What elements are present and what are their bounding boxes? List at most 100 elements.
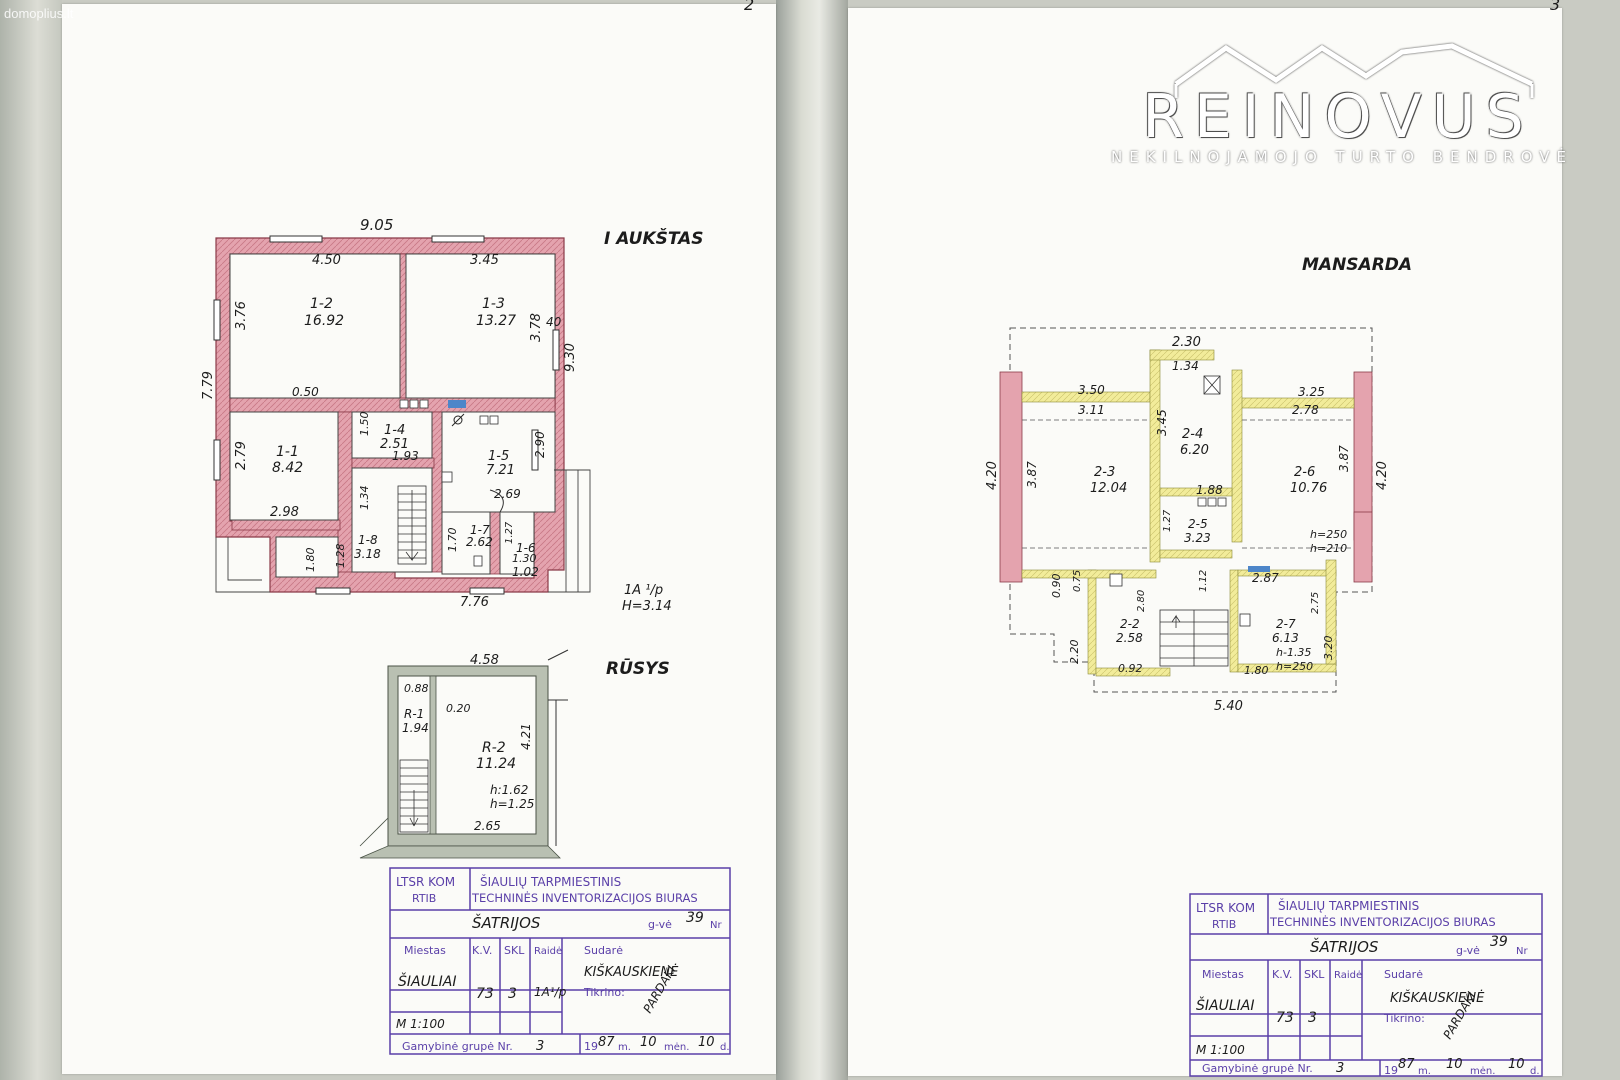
floor1-dim-269: 2.69 [494, 487, 521, 501]
svg-text:M 1:100: M 1:100 [396, 1017, 445, 1031]
svg-text:1-5: 1-5 [488, 449, 509, 464]
svg-text:1.02: 1.02 [512, 565, 539, 579]
svg-text:87: 87 [1398, 1057, 1415, 1072]
attic-dim-090: 0.90 [1050, 574, 1063, 599]
attic-dim-127: 1.27 [1162, 509, 1173, 532]
stamp-left [389, 867, 731, 1055]
floor1-dim-130: 1.30 [512, 552, 537, 565]
svg-text:19: 19 [584, 1040, 598, 1053]
room-2-6: 2-6 10.76 [1290, 465, 1327, 496]
svg-text:13.27: 13.27 [476, 313, 516, 329]
svg-text:10: 10 [640, 1035, 657, 1050]
svg-text:KIŠKAUSKIENĖ: KIŠKAUSKIENĖ [584, 964, 679, 980]
svg-text:M 1:100: M 1:100 [1196, 1043, 1245, 1057]
attic-dim-311: 3.11 [1078, 403, 1105, 417]
room-2-4: 2-4 6.20 [1180, 427, 1209, 458]
attic-dim-325: 3.25 [1298, 385, 1325, 399]
svg-text:1-4: 1-4 [384, 423, 405, 438]
left-page-edge [0, 0, 62, 1080]
page-mark-right: 3 [1550, 0, 1560, 14]
room-2-2: 2-2 2.58 [1116, 617, 1143, 645]
svg-text:RTIB: RTIB [1212, 918, 1236, 931]
floor1-title: I AUKŠTAS [604, 227, 704, 249]
attic-title: MANSARDA [1302, 255, 1412, 275]
floor1-dim-127: 1.27 [504, 521, 515, 544]
svg-text:ŠIAULIŲ TARPMIESTINIS: ŠIAULIŲ TARPMIESTINIS [1278, 898, 1419, 913]
floor1-dim-r13-top: 3.45 [470, 253, 499, 268]
attic-dim-left420: 4.20 [985, 461, 1000, 490]
svg-text:m.: m. [618, 1042, 631, 1053]
svg-text:12.04: 12.04 [1090, 481, 1127, 496]
svg-text:39: 39 [1490, 934, 1508, 950]
floor1-dim-279: 2.79 [234, 441, 249, 470]
floor1-dim-298: 2.98 [270, 505, 299, 520]
stamp-right [1189, 893, 1543, 1077]
svg-text:ŠIAULIAI: ŠIAULIAI [398, 972, 456, 990]
svg-text:2-5: 2-5 [1188, 517, 1208, 531]
svg-text:2.62: 2.62 [466, 535, 493, 549]
svg-text:10: 10 [1508, 1057, 1525, 1072]
svg-text:7.21: 7.21 [486, 463, 515, 478]
attic-dim-bottom: 5.40 [1214, 699, 1243, 714]
svg-text:10: 10 [1446, 1057, 1463, 1072]
brand-subtitle: NEKILNOJAMOJO TURTO BENDROVĖ [1111, 148, 1573, 166]
floor1-dim-r13-side: 3.78 [529, 313, 544, 342]
svg-text:mėn.: mėn. [1470, 1066, 1495, 1077]
attic-dim-075: 0.75 [1072, 570, 1083, 592]
svg-text:Miestas: Miestas [404, 944, 446, 957]
attic-dim-180: 1.80 [1244, 664, 1269, 677]
svg-text:R-2: R-2 [482, 740, 506, 756]
attic-dim-320: 3.20 [1322, 636, 1335, 661]
svg-text:h-1.35: h-1.35 [1276, 646, 1311, 659]
svg-text:73: 73 [476, 986, 494, 1002]
attic-dim-345: 3.45 [1155, 409, 1169, 436]
room-2-3: 2-3 12.04 [1090, 465, 1127, 496]
attic-dim-387b: 3.87 [1337, 445, 1351, 472]
attic-dim-387a: 3.87 [1025, 461, 1039, 488]
floor1-dim-290: 2.90 [533, 431, 547, 458]
svg-text:10.76: 10.76 [1290, 481, 1327, 496]
svg-text:g-vė: g-vė [648, 918, 672, 931]
svg-text:ŠATRIJOS: ŠATRIJOS [1310, 937, 1379, 956]
svg-text:10: 10 [698, 1035, 715, 1050]
attic-dim-350: 3.50 [1078, 383, 1105, 397]
floor1-dim-bottom: 7.76 [460, 595, 489, 610]
floor1-dim-180: 1.80 [304, 548, 317, 573]
svg-text:SKL: SKL [504, 944, 525, 957]
room-2-7: 2-7 6.13 h-1.35 h=250 [1272, 617, 1313, 673]
basement-dim-020: 0.20 [446, 702, 471, 715]
svg-text:1-2: 1-2 [310, 296, 333, 312]
basement-title: RŪSYS [606, 657, 670, 679]
svg-text:1-8: 1-8 [358, 533, 378, 547]
attic-h210: h=210 [1310, 542, 1347, 555]
attic-dim-287: 2.87 [1252, 571, 1279, 585]
brand-name: REINOVUS [1142, 82, 1534, 152]
svg-text:Sudarė: Sudarė [1384, 968, 1423, 981]
attic-dim-top: 2.30 [1172, 335, 1201, 350]
svg-text:3: 3 [508, 986, 517, 1002]
svg-text:1-7: 1-7 [470, 523, 490, 537]
svg-text:Gamybinė grupė Nr.: Gamybinė grupė Nr. [402, 1040, 513, 1053]
svg-text:LTSR KOM: LTSR KOM [396, 875, 455, 889]
svg-text:73: 73 [1276, 1010, 1294, 1026]
svg-text:g-vė: g-vė [1456, 944, 1480, 957]
svg-text:8.42: 8.42 [272, 460, 303, 476]
attic-dim-188: 1.88 [1196, 483, 1223, 497]
basement-dim-088: 0.88 [404, 682, 429, 695]
svg-text:87: 87 [598, 1035, 615, 1050]
page-mark-left: 2 [744, 0, 754, 14]
floor1-dim-wall40: 40 [546, 315, 562, 329]
brand-logo: REINOVUS NEKILNOJAMOJO TURTO BENDROVĖ [1111, 40, 1588, 180]
svg-text:3: 3 [1336, 1061, 1344, 1076]
svg-text:ŠIAULIAI: ŠIAULIAI [1196, 996, 1254, 1014]
svg-text:1-3: 1-3 [482, 296, 505, 312]
svg-text:Sudarė: Sudarė [584, 944, 623, 957]
svg-text:3.23: 3.23 [1184, 531, 1211, 545]
attic-dim-275: 2.75 [1310, 592, 1321, 614]
svg-text:Tikrino:: Tikrino: [1383, 1012, 1425, 1025]
svg-text:h=250: h=250 [1276, 660, 1313, 673]
svg-text:3: 3 [536, 1039, 544, 1054]
svg-text:TECHNINĖS INVENTORIZACIJOS BIU: TECHNINĖS INVENTORIZACIJOS BIURAS [471, 890, 698, 905]
room-1-6: 1-6 1.02 [512, 541, 539, 579]
